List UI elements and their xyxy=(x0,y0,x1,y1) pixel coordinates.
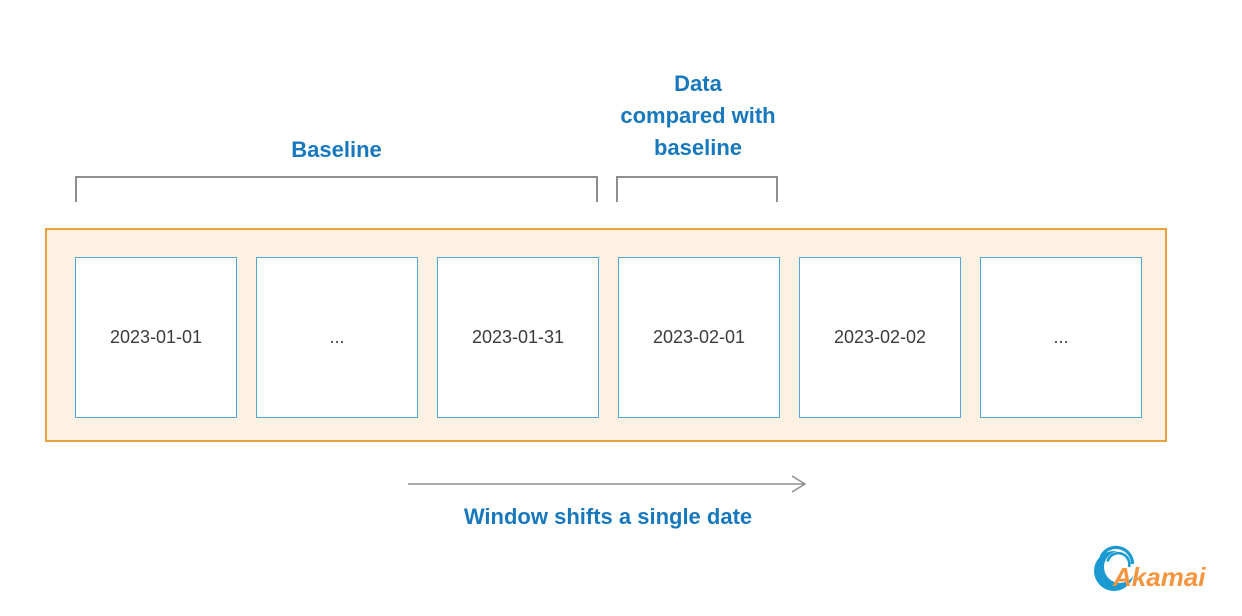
date-cell-label: 2023-01-31 xyxy=(471,327,565,347)
baseline-bracket xyxy=(75,176,598,202)
comparison-label-line-3: baseline xyxy=(653,135,743,160)
date-cell-label: ... xyxy=(329,327,345,347)
date-cell-label: 2023-02-01 xyxy=(652,327,746,347)
date-cell: 2023-02-02 xyxy=(799,257,961,418)
comparison-label: Data compared with baseline xyxy=(588,68,808,164)
baseline-label: Baseline xyxy=(291,137,382,162)
date-cell: 2023-01-31 xyxy=(437,257,599,418)
date-cell-label: 2023-01-01 xyxy=(109,327,203,347)
date-cell: ... xyxy=(256,257,418,418)
akamai-logo-text: Akamai xyxy=(1112,562,1206,592)
comparison-label-line-2: compared with xyxy=(620,103,776,128)
date-cell-label: 2023-02-02 xyxy=(833,327,927,347)
akamai-wave-icon: Akamai xyxy=(1094,545,1206,592)
date-cell: 2023-01-01 xyxy=(75,257,237,418)
akamai-logo: Akamai xyxy=(1093,545,1213,595)
right-arrow-icon xyxy=(408,475,807,493)
date-cell: ... xyxy=(980,257,1142,418)
comparison-bracket xyxy=(616,176,778,202)
arrow-caption: Window shifts a single date xyxy=(463,504,753,529)
comparison-label-line-1: Data xyxy=(674,71,722,96)
date-cell: 2023-02-01 xyxy=(618,257,780,418)
date-cell-label: ... xyxy=(1053,327,1069,347)
